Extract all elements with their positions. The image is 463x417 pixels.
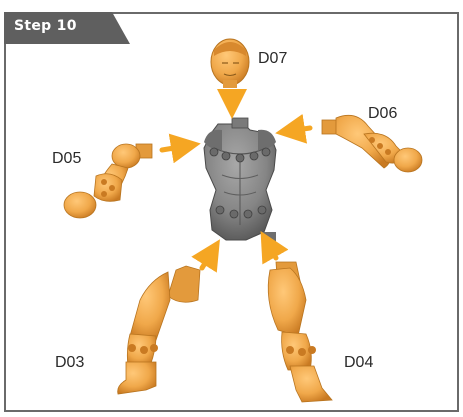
arrow-right-leg-to-torso [268,244,276,258]
head-part [211,39,249,88]
arrow-right-arm-to-torso [290,128,310,131]
label-leg-right: D04 [344,354,373,372]
label-arm-right: D06 [368,105,397,123]
arrow-left-arm-to-torso [162,146,186,150]
torso-part [204,118,276,242]
label-leg-left: D03 [55,354,84,372]
label-head: D07 [258,50,287,68]
arrow-left-leg-to-torso [202,252,212,268]
leg-right-part [268,262,332,402]
label-arm-left: D05 [52,150,81,168]
arm-right-part [322,115,422,172]
leg-left-part [118,266,200,394]
